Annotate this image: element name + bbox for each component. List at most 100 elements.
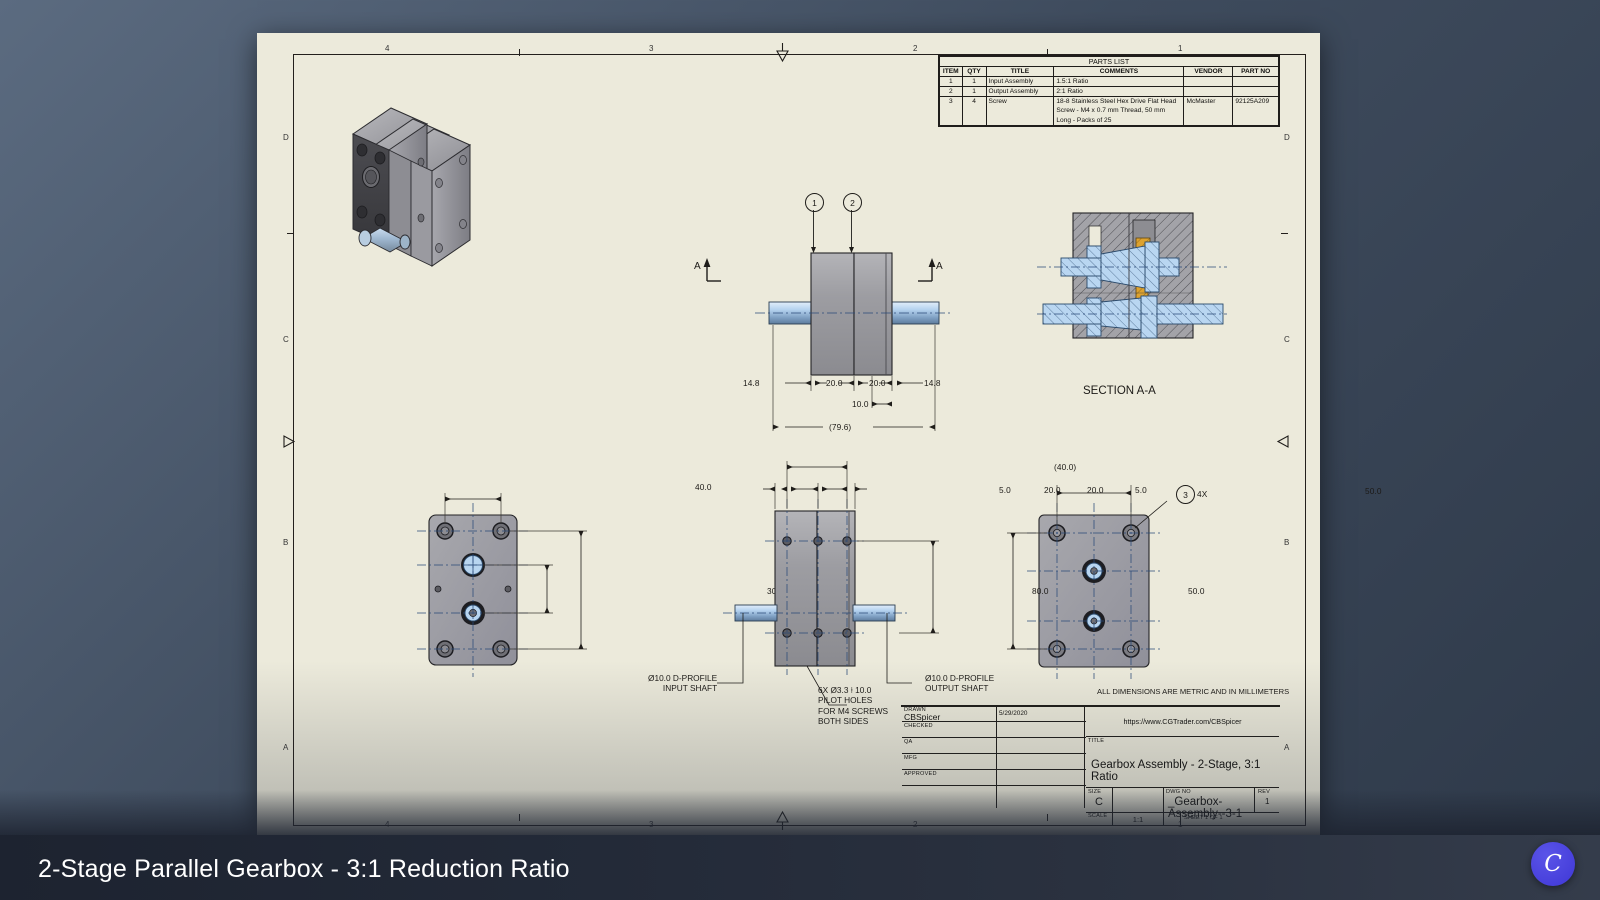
approved-date <box>997 770 1085 785</box>
cgtrader-logo[interactable]: C <box>1531 842 1575 886</box>
general-note: ALL DIMENSIONS ARE METRIC AND IN MILLIME… <box>1097 687 1290 696</box>
dim-front-left-overhang: 14.8 <box>743 378 760 388</box>
zone-left-A: A <box>283 743 289 752</box>
mfg-date <box>997 754 1085 769</box>
balloon-leaders <box>811 210 854 253</box>
drawn-cell: DRAWN CBSpicer <box>902 706 997 722</box>
parts-list: PARTS LIST ITEM QTY TITLE COMMENTS VENDO… <box>938 55 1280 127</box>
balloon-qty-4x: 4X <box>1197 489 1208 499</box>
qa-cell: QA <box>902 738 997 753</box>
title-label: TITLE <box>1088 738 1105 744</box>
title-block: DRAWN CBSpicer 5/29/2020 CHECKED QA MFG … <box>901 705 1280 826</box>
zone-top-3: 3 <box>649 44 654 53</box>
cell-comments: 2:1 Ratio <box>1053 86 1185 98</box>
cell-title: Input Assembly <box>985 76 1055 88</box>
zone-left-C: C <box>283 335 289 344</box>
qa-row: QA <box>902 738 1086 754</box>
cell-vendor: McMaster <box>1183 96 1234 126</box>
dim-center-overall-ref: (40.0) <box>1054 462 1077 472</box>
cell-qty: 1 <box>961 76 987 88</box>
zone-top-4: 4 <box>385 44 390 53</box>
col-qty: QTY <box>961 66 987 78</box>
approved-row: APPROVED <box>902 770 1086 786</box>
mfg-label: MFG <box>904 755 918 761</box>
zone-right-B: B <box>1284 538 1290 547</box>
cell-vendor <box>1183 86 1234 98</box>
section-view-label: SECTION A-A <box>1083 385 1156 397</box>
title-cell: TITLE Gearbox Assembly - 2-Stage, 3:1 Ra… <box>1086 737 1279 788</box>
table-row: 1 1 Input Assembly 1.5:1 Ratio <box>939 76 1279 88</box>
section-view-aa <box>1037 212 1227 339</box>
cell-qty: 4 <box>961 96 987 126</box>
zone-left-B: B <box>283 538 289 547</box>
zone-left-D: D <box>283 133 289 142</box>
checked-label: CHECKED <box>904 723 933 729</box>
cell-qty: 1 <box>961 86 987 98</box>
zone-right-A: A <box>1284 743 1290 752</box>
dim-front-right-overhang: 14.8 <box>924 378 941 388</box>
caption-gradient-overlay <box>0 790 1600 835</box>
cell-item: 1 <box>939 76 963 88</box>
dim-front-stage2: 20.0 <box>869 378 886 388</box>
cell-comments: 1.5:1 Ratio <box>1053 76 1185 88</box>
drawing-sheet: 4 3 2 1 4 3 2 1 D C B A D C B A <box>257 33 1381 838</box>
dim-front-stage1: 20.0 <box>826 378 843 388</box>
zone-top-1: 1 <box>1178 44 1183 53</box>
checked-row: CHECKED <box>902 722 1086 738</box>
parts-list-heading: PARTS LIST <box>939 55 1279 68</box>
mfg-cell: MFG <box>902 754 997 769</box>
isometric-view <box>351 107 472 267</box>
front-view <box>755 252 953 376</box>
balloon-item-3[interactable]: 3 <box>1176 485 1195 504</box>
cell-part-no <box>1232 86 1279 98</box>
cell-part-no: 92125A209 <box>1232 96 1279 126</box>
dim-center-height: 50.0 <box>1188 586 1205 596</box>
cell-part-no <box>1232 76 1279 88</box>
col-vendor: VENDOR <box>1183 66 1234 78</box>
left-bottom-view <box>417 493 587 677</box>
drawn-date: 5/29/2020 <box>997 706 1085 721</box>
center-bottom-view <box>717 461 939 706</box>
author-url[interactable]: https://www.CGTrader.com/CBSpicer <box>1086 706 1279 737</box>
col-title: TITLE <box>985 66 1055 78</box>
title-block-left: DRAWN CBSpicer 5/29/2020 CHECKED QA MFG … <box>902 706 1086 808</box>
approved-label: APPROVED <box>904 771 937 777</box>
col-comments: COMMENTS <box>1053 66 1185 78</box>
section-marker-left-label: A <box>694 261 701 272</box>
logo-monogram: C <box>1544 851 1562 877</box>
drawn-row: DRAWN CBSpicer 5/29/2020 <box>902 706 1086 722</box>
note-output-shaft: Ø10.0 D-PROFILE OUTPUT SHAFT <box>925 673 995 694</box>
parts-list-header-row: ITEM QTY TITLE COMMENTS VENDOR PART NO <box>939 66 1279 78</box>
zone-right-D: D <box>1284 133 1290 142</box>
dim-left-width: 40.0 <box>695 482 712 492</box>
dim-center-edge-left: 5.0 <box>999 485 1011 495</box>
drawn-by: CBSpicer <box>904 712 941 722</box>
table-row: 2 1 Output Assembly 2:1 Ratio <box>939 86 1279 98</box>
drawn-label: DRAWN <box>904 707 926 713</box>
dim-center-mid-right: 20.0 <box>1087 485 1104 495</box>
cell-item: 3 <box>939 96 963 126</box>
qa-date <box>997 738 1085 753</box>
drawing-title: Gearbox Assembly - 2-Stage, 3:1 Ratio <box>1091 759 1261 783</box>
dim-front-inner: 10.0 <box>852 399 869 409</box>
cell-title: Output Assembly <box>985 86 1055 98</box>
note-input-shaft: Ø10.0 D-PROFILE INPUT SHAFT <box>648 673 718 694</box>
qa-label: QA <box>904 739 913 745</box>
dim-center-mid-left: 20.0 <box>1044 485 1061 495</box>
cell-comments: 18-8 Stainless Steel Hex Drive Flat Head… <box>1053 96 1185 126</box>
parts-list-table: PARTS LIST ITEM QTY TITLE COMMENTS VENDO… <box>939 55 1279 126</box>
dim-right-height: 80.0 <box>1032 586 1049 596</box>
caption-text: 2-Stage Parallel Gearbox - 3:1 Reduction… <box>38 855 570 883</box>
front-view-dimensions <box>772 325 936 431</box>
table-row: 3 4 Screw 18-8 Stainless Steel Hex Drive… <box>939 96 1279 126</box>
mfg-row: MFG <box>902 754 1086 770</box>
caption-bar: 2-Stage Parallel Gearbox - 3:1 Reduction… <box>0 835 1600 900</box>
col-part-no: PART NO <box>1232 66 1279 78</box>
balloon-item-1[interactable]: 1 <box>805 193 824 212</box>
checked-cell: CHECKED <box>902 722 997 737</box>
dim-front-overall: (79.6) <box>829 422 852 432</box>
balloon-item-2[interactable]: 2 <box>843 193 862 212</box>
dim-right-width: 50.0 <box>1365 486 1382 496</box>
checked-date <box>997 722 1085 737</box>
col-item: ITEM <box>939 66 963 78</box>
